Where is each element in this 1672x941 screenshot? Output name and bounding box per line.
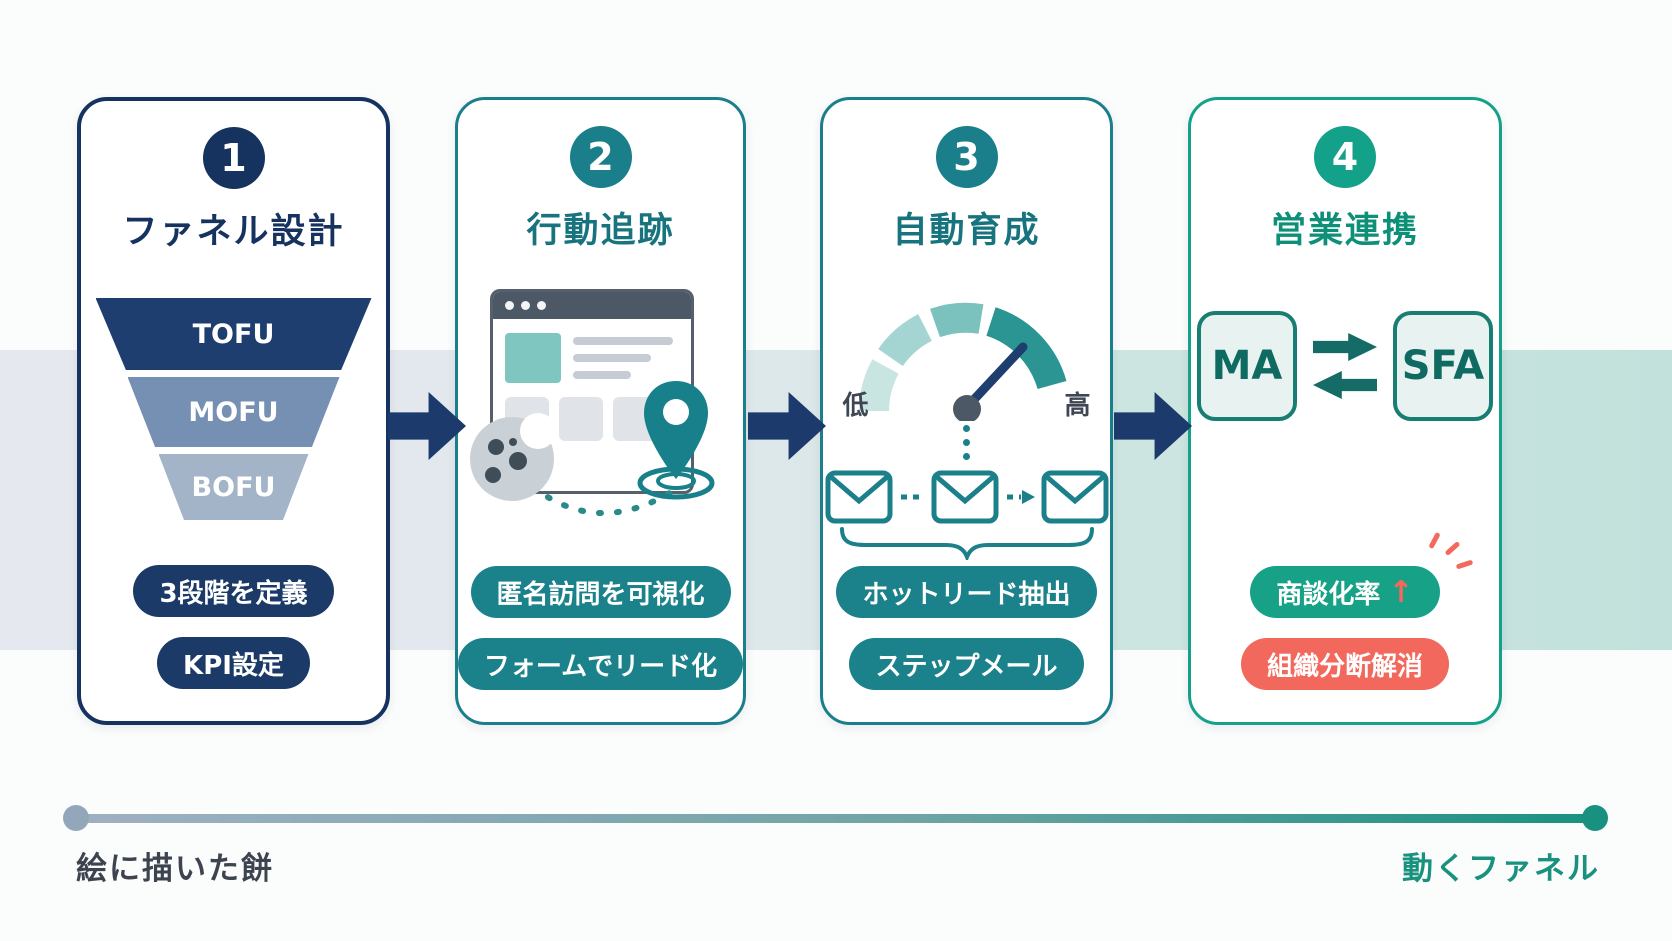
browser-titlebar	[493, 292, 691, 319]
browser-dot-icon	[537, 301, 546, 310]
step-number-badge: 4	[1314, 126, 1376, 188]
browser-dot-icon	[505, 301, 514, 310]
nurturing-illustration: 低 高	[823, 283, 1110, 560]
browser-content	[493, 319, 691, 441]
up-arrow-icon: ↑	[1388, 574, 1414, 610]
step-number-badge: 1	[202, 127, 265, 189]
step-title: 行動追跡	[526, 211, 675, 251]
arrow-left-icon	[1313, 371, 1377, 399]
mail-icon	[825, 470, 892, 524]
pill-hot-leads: ホットリード抽出	[836, 566, 1097, 618]
gauge-icon	[858, 302, 1066, 423]
step-title: 営業連携	[1270, 211, 1419, 251]
sparkle-icon	[1427, 530, 1478, 576]
timeline-start-label: 絵に描いた餅	[76, 851, 274, 887]
mail-icon	[1041, 470, 1108, 524]
funnel-level-bofu: BOFU	[158, 454, 309, 520]
mail-icon	[931, 470, 998, 524]
step-title: 自動育成	[892, 211, 1041, 251]
step-card-behavior-tracking: 2 行動追跡	[455, 97, 746, 725]
pill-deal-rate-label: 商談化率	[1276, 579, 1381, 610]
step-pill-list: 匿名訪問を可視化 フォームでリード化	[457, 566, 744, 690]
step-card-auto-nurturing: 3 自動育成 低 高	[820, 97, 1113, 725]
step-card-funnel-design: 1 ファネル設計 TOFU MOFU BOFU 3段階を定義 KPI設定	[77, 97, 390, 725]
progress-timeline	[75, 814, 1595, 823]
text-line-placeholder	[573, 354, 651, 362]
funnel-diagram: TOFU MOFU BOFU	[95, 298, 372, 520]
sync-arrows-icon	[1313, 333, 1377, 399]
step-pill-list: ホットリード抽出 ステップメール	[836, 566, 1097, 690]
step-pill-list: 3段階を定義 KPI設定	[133, 565, 334, 689]
timeline-end-label: 動くファネル	[1402, 851, 1600, 887]
pill-deal-rate: 商談化率 ↑	[1250, 566, 1440, 618]
pill-kpi-setting: KPI設定	[157, 637, 310, 689]
funnel-level-mofu: MOFU	[127, 377, 340, 447]
dash-arrow-icon	[1006, 490, 1035, 504]
sfa-box: SFA	[1393, 311, 1493, 421]
ma-sfa-sync: MA SFA	[1197, 311, 1493, 421]
dashed-trail-icon	[530, 484, 676, 517]
location-pin-icon	[637, 381, 715, 500]
step-pill-list: 商談化率 ↑ 組織分断解消	[1240, 531, 1473, 690]
tracking-illustration	[458, 289, 743, 541]
pill-silo-fix: 組織分断解消	[1240, 638, 1449, 690]
hero-image-placeholder	[505, 333, 561, 383]
timeline-start-dot	[63, 805, 89, 831]
step-number-badge: 3	[935, 126, 998, 188]
step-mail-sequence	[825, 470, 1109, 524]
text-line-placeholder	[573, 337, 673, 345]
step-title: ファネル設計	[122, 212, 345, 252]
pill-define-stages: 3段階を定義	[133, 565, 334, 617]
step-card-sales-alignment: 4 営業連携 MA SFA 商談化率 ↑ 組織分断解消	[1188, 97, 1502, 725]
browser-dot-icon	[521, 301, 530, 310]
score-gauge: 低 高	[837, 283, 1097, 423]
pill-step-mail: ステップメール	[849, 638, 1084, 690]
pill-form-leads: フォームでリード化	[457, 638, 744, 690]
pill-anonymous-visits: 匿名訪問を可視化	[470, 566, 731, 618]
curly-brace-icon	[839, 527, 1094, 560]
funnel-level-tofu: TOFU	[95, 298, 372, 370]
dotted-connector	[963, 425, 970, 460]
cookie-icon	[470, 413, 556, 501]
ma-box: MA	[1197, 311, 1297, 421]
dash-connector-icon	[900, 494, 923, 500]
gauge-high-label: 高	[1064, 391, 1091, 421]
gauge-low-label: 低	[842, 391, 869, 421]
step-number-badge: 2	[569, 126, 632, 188]
text-line-placeholder	[573, 371, 631, 379]
card-placeholder	[559, 397, 603, 441]
timeline-end-dot	[1582, 805, 1608, 831]
arrow-right-icon	[1313, 333, 1377, 361]
